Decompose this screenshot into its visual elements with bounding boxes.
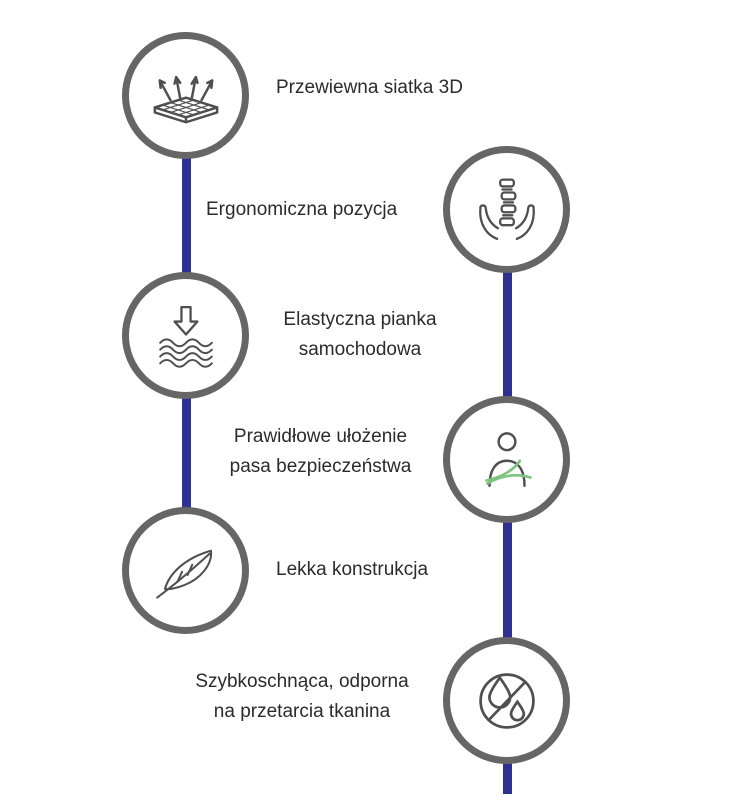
seatbelt-icon xyxy=(484,431,532,487)
feature-label-belt-line2: pasa bezpieczeństwa xyxy=(229,456,412,477)
feature-label-light: Lekka konstrukcja xyxy=(276,559,429,580)
no-water-icon xyxy=(478,672,535,729)
spine-hands-icon xyxy=(478,177,535,240)
feature-label-belt-line1: Prawidłowe ułożenie xyxy=(233,426,408,447)
feature-circle-mesh xyxy=(122,32,249,159)
feature-label-fabric-line1: Szybkoschnąca, odporna xyxy=(195,671,409,692)
feature-label-fabric: Szybkoschnąca, odporna na przetarcia tka… xyxy=(176,667,428,727)
feature-label-ergonomic: Ergonomiczna pozycja xyxy=(206,199,398,220)
feature-circle-light xyxy=(122,507,249,634)
feature-circle-ergonomic xyxy=(443,146,570,273)
feature-label-belt: Prawidłowe ułożenie pasa bezpieczeństwa xyxy=(213,422,428,482)
feature-label-foam-line2: samochodowa xyxy=(298,339,422,360)
feature-circle-fabric xyxy=(443,637,570,764)
feature-circle-belt xyxy=(443,396,570,523)
arrow-foam-icon xyxy=(158,305,213,368)
feature-label-foam: Elastyczna pianka samochodowa xyxy=(270,305,450,365)
mesh-3d-icon xyxy=(153,75,218,123)
feather-icon xyxy=(155,549,212,599)
feature-circle-foam xyxy=(122,272,249,399)
feature-label-foam-line1: Elastyczna pianka xyxy=(283,309,437,330)
feature-label-mesh: Przewiewna siatka 3D xyxy=(276,77,463,98)
feature-label-fabric-line2: na przetarcia tkanina xyxy=(213,701,391,722)
